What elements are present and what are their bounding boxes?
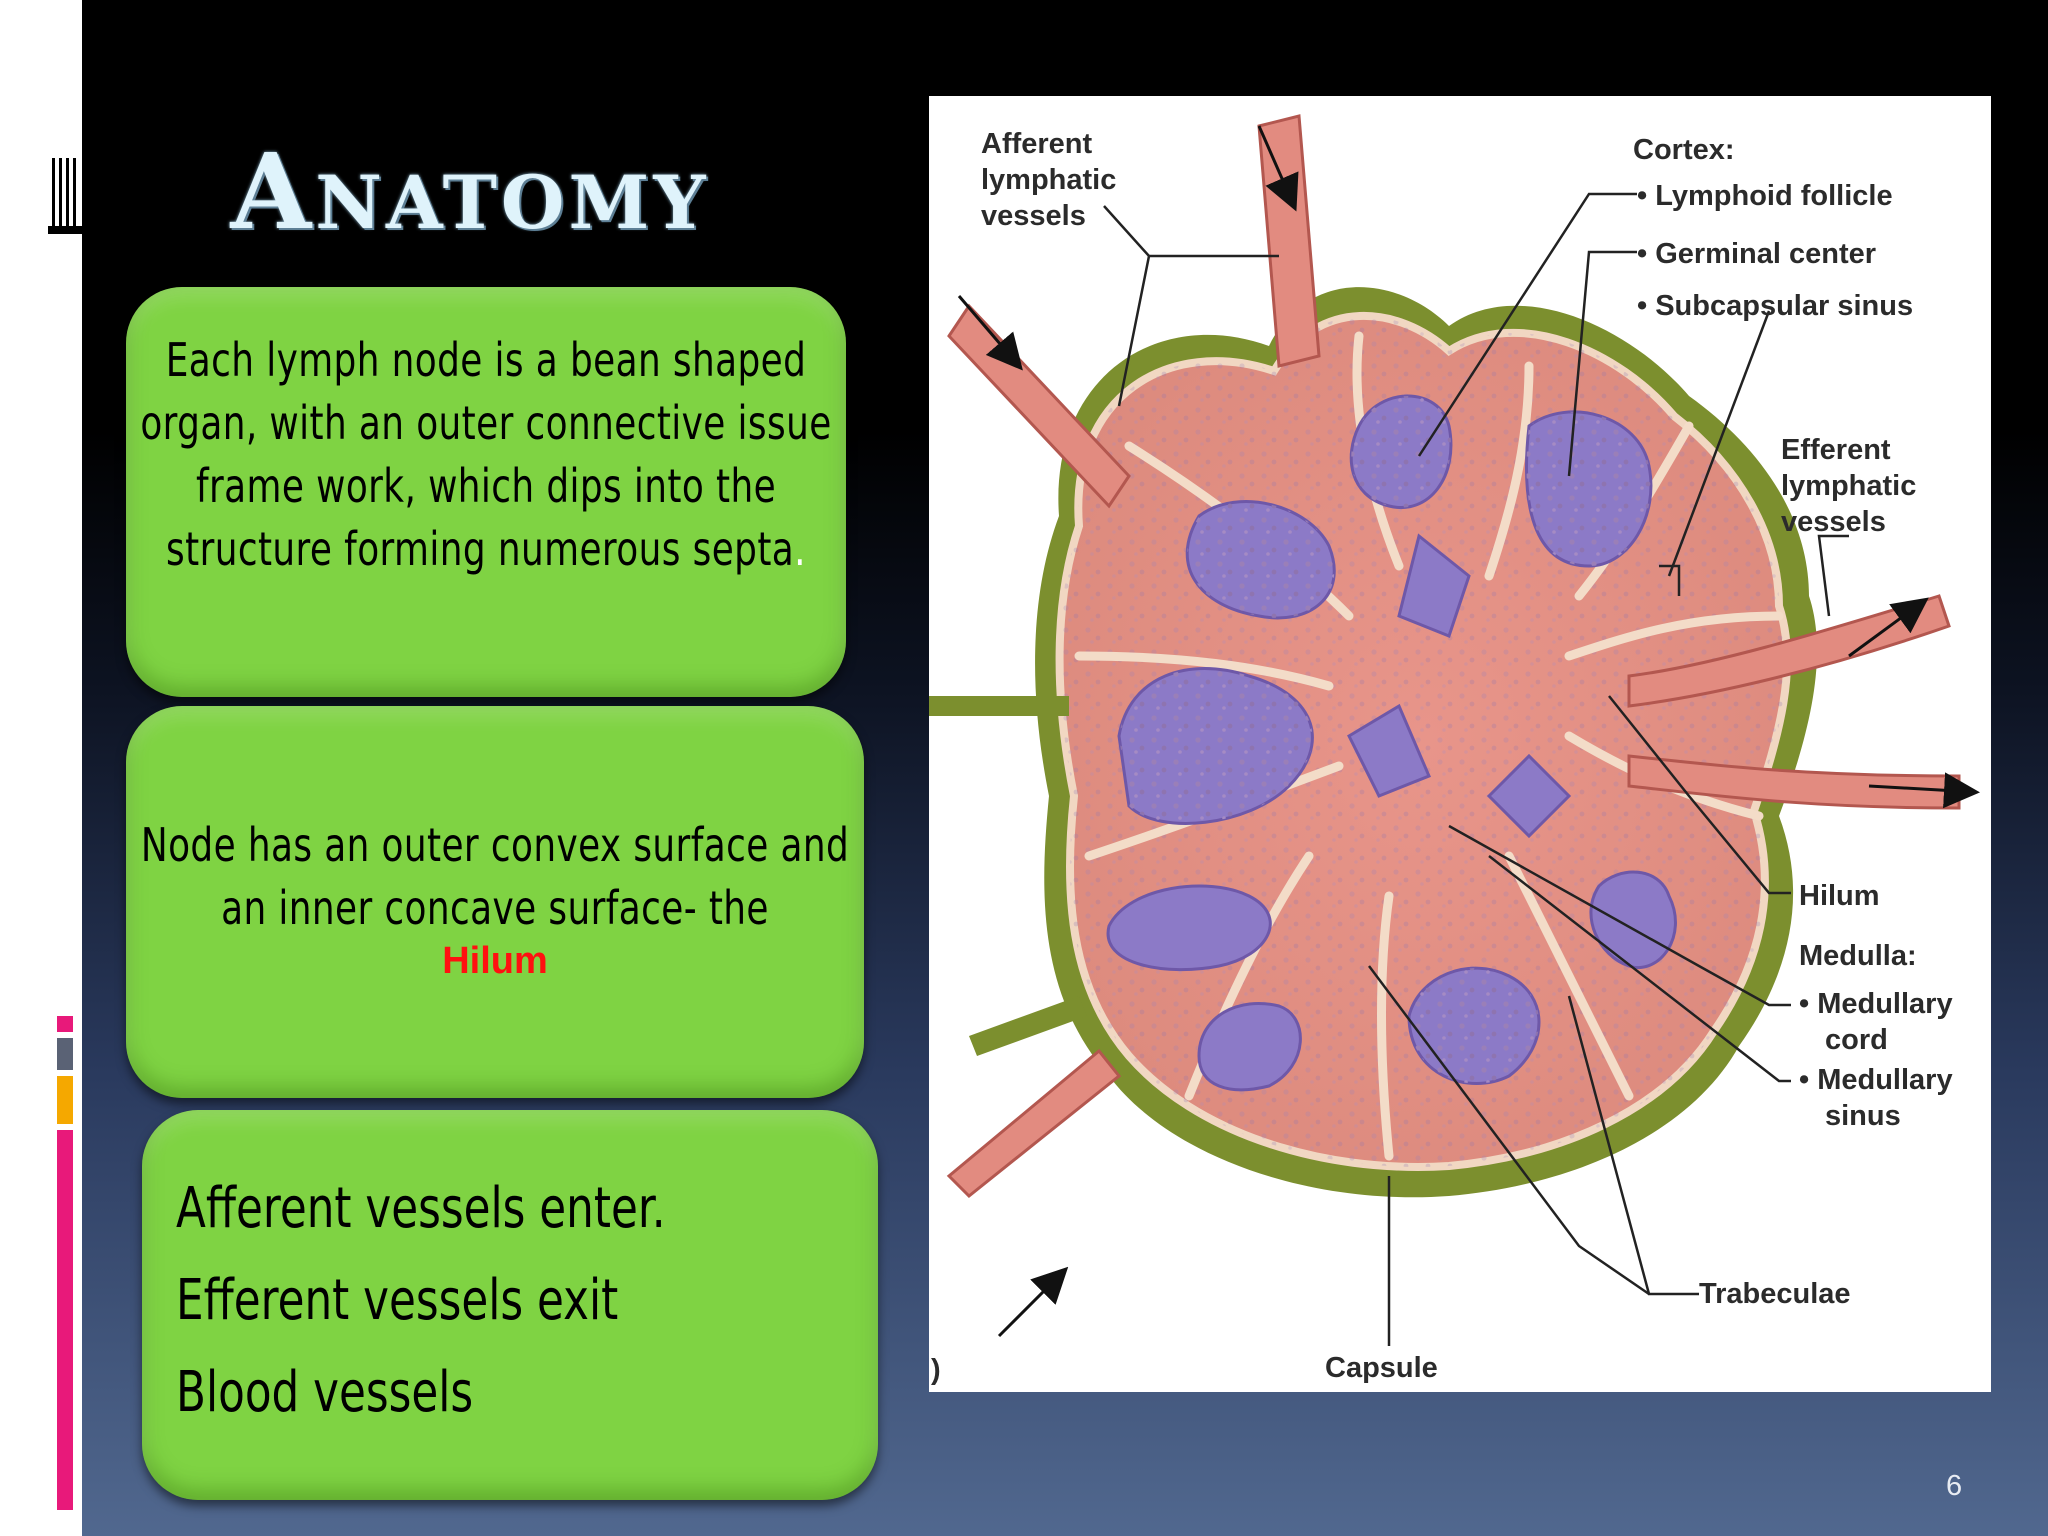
label-afferent-2: lymphatic bbox=[981, 164, 1117, 196]
lymph-node-diagram: Afferent lymphatic vessels Cortex: • Lym… bbox=[929, 96, 1991, 1392]
label-medullary-cord-2: cord bbox=[1825, 1024, 1888, 1056]
page-number: 6 bbox=[1946, 1470, 1963, 1502]
label-efferent-3: vessels bbox=[1781, 506, 1886, 538]
label-medullary-cord-1: • Medullary bbox=[1799, 988, 1953, 1020]
structure-text: Each lymph node is a bean shaped organ, … bbox=[127, 329, 845, 581]
structure-text-dot: . bbox=[794, 522, 806, 576]
surfaces-text: Node has an outer convex surface and an … bbox=[140, 818, 850, 935]
accent-bar-pink-long bbox=[57, 1130, 73, 1510]
label-hilum: Hilum bbox=[1799, 880, 1880, 912]
label-efferent-2: lymphatic bbox=[1781, 470, 1917, 502]
label-subcapsular-sinus: • Subcapsular sinus bbox=[1637, 290, 1914, 322]
vessels-line-blood: Blood vessels bbox=[176, 1360, 474, 1425]
label-afferent-3: vessels bbox=[981, 200, 1086, 232]
content-box-surfaces: Node has an outer convex surface and an … bbox=[126, 706, 864, 1098]
label-medullary-sinus-1: • Medullary bbox=[1799, 1064, 1953, 1096]
label-cortex-heading: Cortex: bbox=[1633, 134, 1735, 166]
label-figure-part: ) bbox=[931, 1354, 941, 1386]
lymph-node-illustration bbox=[929, 114, 1980, 1346]
slide-title: Anatomy bbox=[230, 130, 710, 253]
label-capsule: Capsule bbox=[1325, 1352, 1438, 1384]
label-trabeculae: Trabeculae bbox=[1699, 1278, 1851, 1310]
vertical-lines-icon bbox=[48, 152, 82, 234]
hilum-highlight: Hilum bbox=[442, 940, 548, 982]
accent-bar-pink-top bbox=[57, 1016, 73, 1032]
label-medullary-sinus-2: sinus bbox=[1825, 1100, 1901, 1132]
content-box-vessels: Afferent vessels enter. Efferent vessels… bbox=[142, 1110, 878, 1500]
structure-text-body: Each lymph node is a bean shaped organ, … bbox=[140, 333, 832, 576]
content-box-structure: Each lymph node is a bean shaped organ, … bbox=[126, 287, 846, 697]
accent-bar-gray bbox=[57, 1038, 73, 1070]
label-germinal-center: • Germinal center bbox=[1637, 238, 1877, 270]
accent-bar-orange bbox=[57, 1076, 73, 1124]
label-lymphoid-follicle: • Lymphoid follicle bbox=[1637, 180, 1893, 212]
label-efferent-1: Efferent bbox=[1781, 434, 1891, 466]
label-afferent-1: Afferent bbox=[981, 128, 1093, 160]
vessels-line-efferent: Efferent vessels exit bbox=[176, 1268, 619, 1333]
vessels-line-afferent: Afferent vessels enter. bbox=[176, 1176, 666, 1241]
label-medulla-heading: Medulla: bbox=[1799, 940, 1917, 972]
